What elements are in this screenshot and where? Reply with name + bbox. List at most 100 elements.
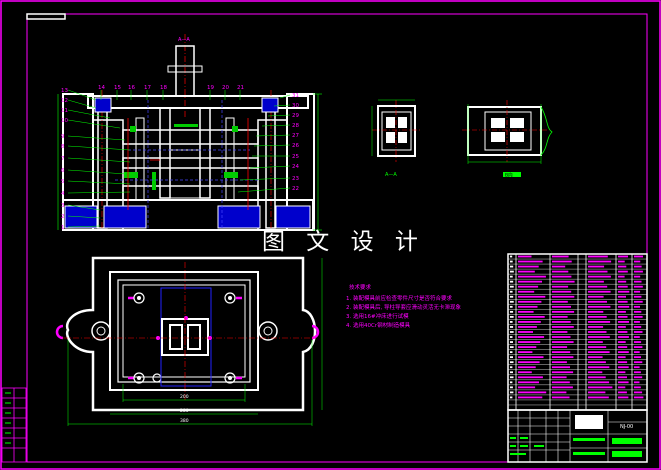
bom-cell-mark <box>618 346 628 348</box>
bom-cell-mark <box>588 290 611 293</box>
bom-cell-mark <box>552 255 569 258</box>
bom-cell-mark <box>552 295 575 298</box>
bom-cell-mark <box>510 331 514 333</box>
bom-cell-mark <box>618 351 629 354</box>
bom-cell-mark <box>510 260 513 263</box>
bom-cell-mark <box>518 265 539 268</box>
bom-cell-mark <box>588 305 611 308</box>
balloon-right-28: 28 <box>292 123 299 129</box>
balloon-right-22: 22 <box>292 186 299 192</box>
bom-cell-mark <box>552 371 574 374</box>
bom-cell-mark <box>518 391 547 394</box>
bom-cell-mark <box>588 346 607 348</box>
bom-cell-mark <box>518 396 543 399</box>
bom-cell-mark <box>510 305 513 308</box>
bom-cell-mark <box>634 381 640 384</box>
bill-of-materials <box>507 253 648 411</box>
bom-cell-mark <box>510 346 514 348</box>
balloon-top-3: 16 <box>128 85 135 91</box>
bom-cell-mark <box>618 315 628 318</box>
bom-cell-mark <box>618 376 627 379</box>
balloon-top-2: 15 <box>114 85 121 91</box>
bom-cell-mark <box>552 326 574 328</box>
bom-cell-mark <box>634 295 642 298</box>
bom-cell-mark <box>618 341 626 343</box>
bom-cell-mark <box>552 315 568 318</box>
bom-cell-mark <box>634 336 640 338</box>
bom-cell-mark <box>518 371 532 374</box>
bom-cell-mark <box>634 321 640 323</box>
aux-side-view-label: B向 <box>505 172 513 179</box>
side-table <box>1 387 27 463</box>
plan-dim-3: 380 <box>180 418 189 424</box>
bom-cell-mark <box>518 346 537 348</box>
bom-cell-mark <box>552 391 567 394</box>
balloon-right-25: 25 <box>292 154 299 160</box>
bom-cell-mark <box>510 336 513 338</box>
bom-cell-mark <box>634 376 643 379</box>
bom-cell-mark <box>552 285 569 288</box>
bom-cell-mark <box>552 376 567 379</box>
bom-cell-mark <box>618 270 628 273</box>
bom-cell-mark <box>552 270 569 273</box>
plan-dim-2: 280 <box>180 408 189 414</box>
balloons-left: 13 12 11 10 9 8 7 6 5 4 3 2 1 <box>61 88 68 231</box>
balloon-right-24: 24 <box>292 164 299 170</box>
bom-cell-mark <box>618 331 628 333</box>
bom-cell-mark <box>588 381 610 384</box>
drawing-number: NJ-00 <box>620 424 633 430</box>
bom-cell-mark <box>634 371 641 374</box>
bom-cell-mark <box>618 321 629 323</box>
bom-cell-mark <box>518 381 539 384</box>
bom-cell-mark <box>518 275 546 278</box>
balloon-left-11: 11 <box>61 108 68 114</box>
bom-cell-mark <box>552 396 570 399</box>
bom-cell-mark <box>588 366 610 369</box>
bom-cell-mark <box>518 290 535 293</box>
bom-cell-mark <box>518 331 533 333</box>
bom-cell-mark <box>510 295 514 298</box>
bom-cell-mark <box>588 351 610 354</box>
bom-cell-mark <box>510 285 514 288</box>
bom-cell-mark <box>634 305 640 308</box>
bom-cell-mark <box>552 300 568 303</box>
bom-cell-mark <box>634 285 643 288</box>
bom-cell-mark <box>588 310 604 313</box>
bom-cell-mark <box>552 336 571 338</box>
bom-cell-mark <box>552 310 575 313</box>
note-3: 3. 选用16#冲床进行试模 <box>346 312 409 320</box>
bom-cell-mark <box>518 255 532 258</box>
bom-cell-mark <box>552 366 570 369</box>
bom-cell-mark <box>518 361 540 364</box>
bom-cell-mark <box>634 260 641 263</box>
bom-cell-mark <box>588 270 608 273</box>
bom-cell-mark <box>588 260 612 263</box>
bom-cell-mark <box>510 356 513 359</box>
balloon-left-8: 8 <box>61 144 65 150</box>
bom-cell-mark <box>588 396 609 399</box>
bom-cell-mark <box>618 381 629 384</box>
bom-cell-mark <box>588 275 611 278</box>
bom-cell-mark <box>518 341 541 343</box>
bom-cell-mark <box>634 361 643 364</box>
balloon-left-10: 10 <box>61 118 68 124</box>
sheet-corner-tab <box>26 13 66 20</box>
bom-cell-mark <box>634 386 641 389</box>
balloons-top: 14 15 16 17 18 19 20 21 <box>98 85 244 91</box>
balloon-right-29: 29 <box>292 113 299 119</box>
bom-cell-mark <box>618 396 629 399</box>
bom-cell-mark <box>518 356 544 359</box>
bom-cell-mark <box>618 310 626 313</box>
bom-cell-mark <box>510 366 513 369</box>
bom-cell-mark <box>618 386 626 389</box>
bom-cell-mark <box>588 285 608 288</box>
bom-cell-mark <box>588 265 605 268</box>
aux-part-view: A—A <box>371 99 420 178</box>
bom-cell-mark <box>634 300 643 303</box>
bom-cell-mark <box>552 321 571 323</box>
bom-cell-mark <box>552 386 573 389</box>
bom-cell-mark <box>634 255 643 258</box>
bom-cell-mark <box>634 265 642 268</box>
bom-cell-mark <box>618 275 625 278</box>
title-block: NJ-00 <box>507 409 648 463</box>
